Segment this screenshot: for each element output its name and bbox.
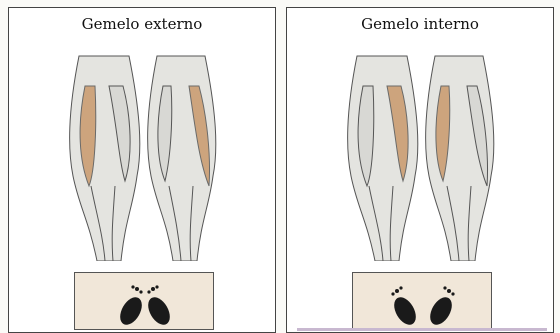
feet-position-box [74, 272, 214, 330]
feet-position-box [352, 272, 492, 330]
panel-title: Gemelo interno [287, 15, 553, 33]
leg-right [426, 56, 494, 261]
leg-right [148, 56, 216, 261]
feet-toes-out-icon [75, 273, 215, 331]
decorative-rule [297, 328, 547, 331]
panel-gemelo-externo: Gemelo externo [8, 7, 276, 333]
panel-gemelo-interno: Gemelo interno [286, 7, 554, 333]
panel-title: Gemelo externo [9, 15, 275, 33]
leg-left [70, 56, 140, 261]
feet-toes-in-icon [353, 273, 493, 331]
leg-left [348, 56, 418, 261]
calf-illustration [59, 46, 227, 261]
calf-illustration [337, 46, 505, 261]
